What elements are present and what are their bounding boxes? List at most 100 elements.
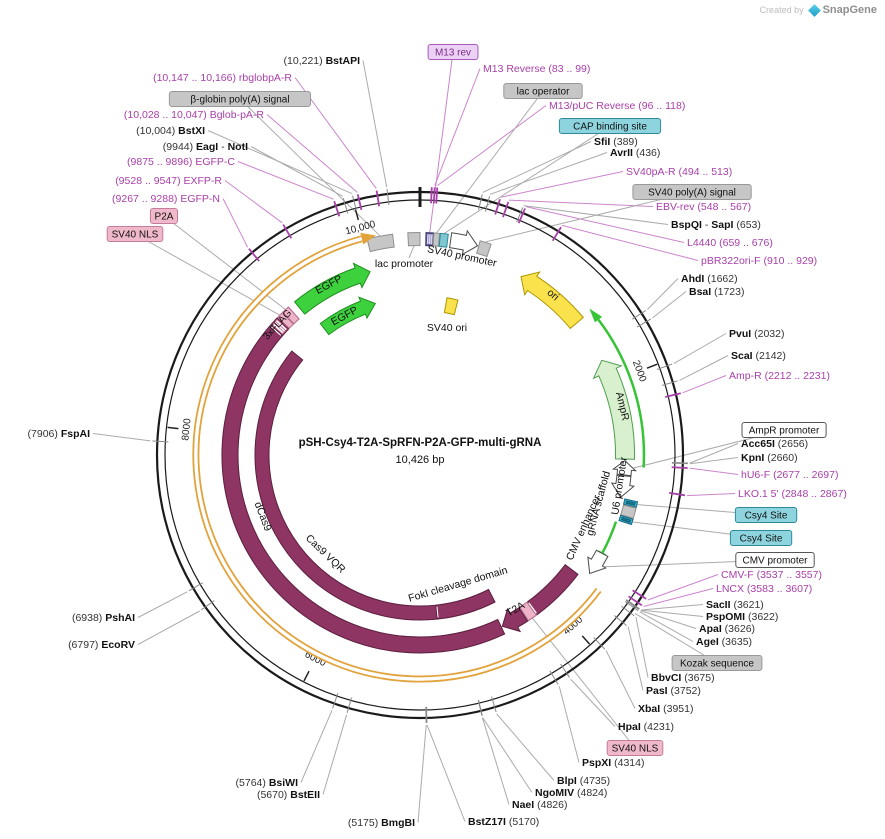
sv40-ori-feature[interactable] xyxy=(443,297,459,316)
callout-acc65i-leader-line xyxy=(689,443,739,464)
callout-sv40pa-r[interactable]: SV40pA-R (494 .. 513) xyxy=(626,166,732,178)
lac-promoter-feature[interactable] xyxy=(407,231,421,247)
callout-cap-binding[interactable]: CAP binding site xyxy=(558,118,662,134)
callout-bspqi-sapi[interactable]: BspQI - SapI (653) xyxy=(671,219,761,231)
position-label-8000: 8000 xyxy=(180,417,193,441)
callout-bsiwi[interactable]: (5764) BsiWI xyxy=(236,777,299,789)
callout-sv40-nls-left[interactable]: SV40 NLS xyxy=(106,226,164,242)
callout-blpi[interactable]: BlpI (4735) xyxy=(557,775,610,787)
callout-pvui[interactable]: PvuI (2032) xyxy=(729,328,784,340)
cmv-enhancer-arc[interactable] xyxy=(601,521,618,554)
ori-feature[interactable] xyxy=(520,271,585,330)
ampr-feature[interactable] xyxy=(592,359,636,460)
sv40-nls-feature-left[interactable] xyxy=(277,311,295,330)
callout-egfp-c[interactable]: (9875 .. 9896) EGFP-C xyxy=(127,156,235,168)
callout-bstz17i[interactable]: BstZ17I (5170) xyxy=(468,816,539,828)
snapgene-brand[interactable]: SnapGene xyxy=(822,4,877,16)
callout-pspomi[interactable]: PspOMI (3622) xyxy=(706,611,778,623)
callout-egfp-n[interactable]: (9267 .. 9288) EGFP-N xyxy=(112,193,220,205)
callout-pshai[interactable]: (6938) PshAI xyxy=(72,612,135,624)
callout-amp-r[interactable]: Amp-R (2212 .. 2231) xyxy=(729,370,830,382)
label-sv40-ori[interactable]: SV40 ori xyxy=(427,322,467,334)
cap-binding-site-feature[interactable] xyxy=(438,232,449,248)
callout-sv40-nls-bottom[interactable]: SV40 NLS xyxy=(606,740,664,756)
callout-bstxi[interactable]: (10,004) BstXI xyxy=(136,125,205,137)
callout-fspai[interactable]: (7906) FspAI xyxy=(28,428,91,440)
csy4-cds-feature[interactable] xyxy=(527,564,579,616)
callout-lko[interactable]: LKO.1 5' (2848 .. 2867) xyxy=(738,488,847,500)
sv40-nls-feature-bottom[interactable] xyxy=(518,601,538,622)
callout-naei[interactable]: NaeI (4826) xyxy=(512,799,567,811)
callout-ahdi[interactable]: AhdI (1662) xyxy=(681,273,738,285)
callout-ampr-promoter[interactable]: AmpR promoter xyxy=(741,422,827,438)
callout-lac-operator[interactable]: lac operator xyxy=(503,83,583,99)
cas9-vqr-feature[interactable] xyxy=(254,350,438,621)
callout-bmgbi[interactable]: (5175) BmgBI xyxy=(348,817,415,829)
callout-ecorv[interactable]: (6797) EcoRV xyxy=(68,639,135,651)
callout-sv40pa-r-site-tick xyxy=(494,198,501,215)
foki-feature[interactable] xyxy=(435,588,496,620)
grna-scaffold-feature[interactable] xyxy=(620,504,637,520)
callout-pshai-leader-line xyxy=(137,591,188,618)
lac-operator-feature[interactable] xyxy=(432,232,441,247)
t2a-feature[interactable] xyxy=(501,607,529,633)
callout-cmv-promoter[interactable]: CMV promoter xyxy=(735,552,815,568)
callout-hu6-f[interactable]: hU6-F (2677 .. 2697) xyxy=(741,469,838,481)
callout-l4440[interactable]: L4440 (659 .. 676) xyxy=(687,237,773,249)
callout-m13-rev-box[interactable]: M13 rev xyxy=(427,44,479,60)
callout-pasi[interactable]: PasI (3752) xyxy=(646,685,701,697)
callout-amp-r-leader-line xyxy=(682,375,727,394)
callout-pspxi[interactable]: PspXI (4314) xyxy=(582,757,644,769)
callout-bstxi-site-tick xyxy=(352,195,358,212)
callout-kozak[interactable]: Kozak sequence xyxy=(671,655,763,671)
sv40-promoter-feature[interactable] xyxy=(449,229,479,256)
egfp-feature-inner[interactable] xyxy=(319,296,377,336)
beta-globin-polya-feature[interactable] xyxy=(366,233,395,253)
feature-junction-dash xyxy=(430,234,433,245)
callout-acc65i[interactable]: Acc65I (2656) xyxy=(741,438,808,450)
callout-hpai[interactable]: HpaI (4231) xyxy=(618,721,674,733)
callout-ngomiv[interactable]: NgoMIV (4824) xyxy=(535,787,607,799)
callout-sv40-polya[interactable]: SV40 poly(A) signal xyxy=(632,184,752,200)
dcas9-feature[interactable] xyxy=(221,324,506,654)
callout-p2a[interactable]: P2A xyxy=(149,208,178,224)
callout-avrii[interactable]: AvrII (436) xyxy=(610,147,660,159)
callout-pbr322ori-f[interactable]: pBR322ori-F (910 .. 929) xyxy=(701,255,817,267)
callout-rbglobpa-r[interactable]: (10,147 .. 10,166) rbglobpA-R xyxy=(153,72,292,84)
callout-egfp-n-site-tick xyxy=(248,248,260,262)
label-lac-promoter[interactable]: lac promoter xyxy=(375,258,434,270)
egfp-feature-outer[interactable] xyxy=(293,262,371,315)
ampr-promoter-feature[interactable] xyxy=(611,459,637,477)
p2a-feature[interactable] xyxy=(282,306,300,325)
callout-bsteii[interactable]: (5670) BstEII xyxy=(257,789,320,801)
callout-xbai[interactable]: XbaI (3951) xyxy=(638,703,693,715)
callout-csy4-site-1[interactable]: Csy4 Site xyxy=(734,507,798,523)
sv40-polya-feature[interactable] xyxy=(476,240,492,258)
u6-promoter-feature[interactable] xyxy=(610,474,636,499)
callout-bsai[interactable]: BsaI (1723) xyxy=(689,286,744,298)
callout-ebv-rev[interactable]: EBV-rev (548 .. 567) xyxy=(656,201,751,213)
callout-agei[interactable]: AgeI (3635) xyxy=(696,636,752,648)
callout-eagi-noti[interactable]: (9944) EagI - NotI xyxy=(163,141,248,153)
callout-m13-reverse[interactable]: M13 Reverse (83 .. 99) xyxy=(483,63,590,75)
tick-8000 xyxy=(167,426,179,430)
callout-bglob-pa-r[interactable]: (10,028 .. 10,047) Bglob-pA-R xyxy=(124,109,265,121)
callout-scai[interactable]: ScaI (2142) xyxy=(731,350,786,362)
callout-bbvci[interactable]: BbvCI (3675) xyxy=(651,672,715,684)
ampr-cds-arc[interactable] xyxy=(597,318,646,468)
callout-bglobin-polya[interactable]: β-globin poly(A) signal xyxy=(168,91,311,107)
callout-sacii[interactable]: SacII (3621) xyxy=(706,599,764,611)
callout-sfii[interactable]: SfiI (389) xyxy=(594,136,638,148)
callout-csy4-site-2[interactable]: Csy4 Site xyxy=(729,530,793,546)
callout-m13-puc-reverse[interactable]: M13/pUC Reverse (96 .. 118) xyxy=(549,100,685,112)
callout-bstapi[interactable]: (10,221) BstAPI xyxy=(284,55,361,67)
callout-exfp-r[interactable]: (9528 .. 9547) EXFP-R xyxy=(115,175,222,187)
callout-apai[interactable]: ApaI (3626) xyxy=(699,623,755,635)
callout-m13-puc-reverse-site-tick xyxy=(435,187,439,204)
features xyxy=(192,229,646,683)
callout-kpni[interactable]: KpnI (2660) xyxy=(741,452,798,464)
callout-lncx[interactable]: LNCX (3583 .. 3607) xyxy=(716,583,812,595)
cmv-promoter-feature[interactable] xyxy=(587,549,609,575)
callout-cmv-f[interactable]: CMV-F (3537 .. 3557) xyxy=(721,569,822,581)
